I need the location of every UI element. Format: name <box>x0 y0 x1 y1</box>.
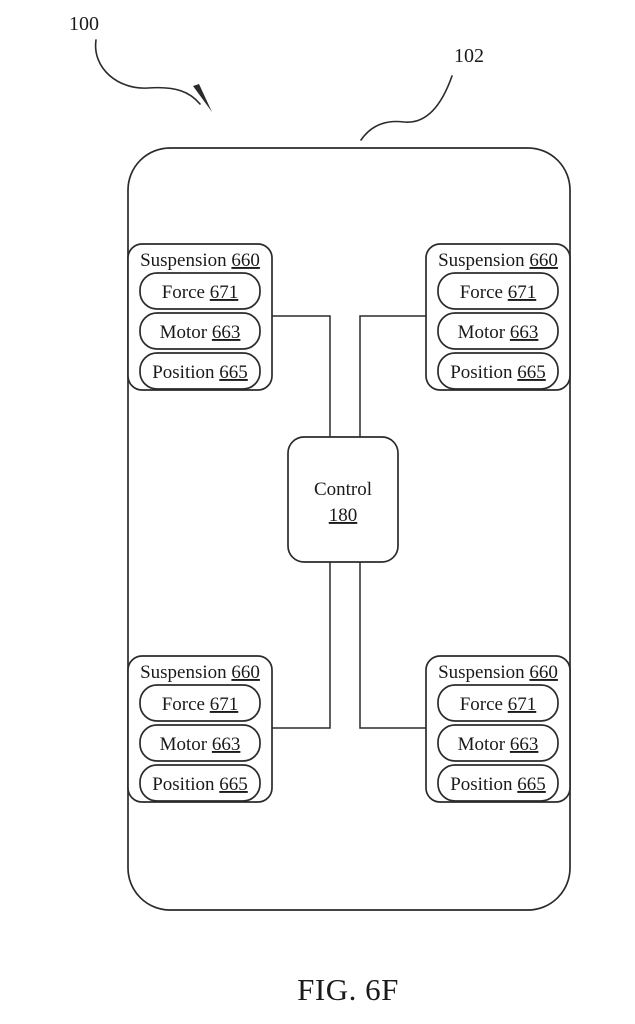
reference-number-100: 100 <box>69 13 99 35</box>
connector-front-left-to-control <box>272 315 331 437</box>
suspension-rear-left-ref: 660 <box>231 662 260 683</box>
suspension-rear-right-motor-label: Motor 663 <box>458 734 539 755</box>
suspension-rear-left-title: Suspension 660 <box>140 662 260 683</box>
suspension-rear-right-title-text: Suspension <box>438 662 525 683</box>
suspension-front-right[interactable]: Suspension 660 Force 671 Motor 663 Posit… <box>425 243 571 391</box>
vehicle-body-outline <box>127 147 571 911</box>
control-module-label: Control <box>314 479 372 500</box>
reference-callout-102: 102 <box>360 45 484 141</box>
suspension-rear-left-force-label: Force 671 <box>162 694 239 715</box>
suspension-rear-left-position-box[interactable] <box>139 764 261 802</box>
suspension-rear-right[interactable]: Suspension 660 Force 671 Motor 663 Posit… <box>425 655 571 803</box>
reference-callout-100: 100 <box>69 13 212 112</box>
control-module-box[interactable] <box>287 436 399 563</box>
connector-front-right-to-control <box>359 315 426 437</box>
suspension-front-left-motor-box[interactable] <box>139 312 261 350</box>
connector-rear-right-to-control <box>359 562 426 729</box>
suspension-rear-left-motor-box[interactable] <box>139 724 261 762</box>
leader-line-102 <box>360 75 453 141</box>
connector-rear-left-to-control <box>272 562 331 729</box>
suspension-rear-left-position-label: Position 665 <box>152 774 248 795</box>
suspension-rear-right-ref: 660 <box>529 662 558 683</box>
suspension-front-left-force-box[interactable] <box>139 272 261 310</box>
leader-line-100 <box>94 39 201 105</box>
suspension-rear-left-title-text: Suspension <box>140 662 227 683</box>
suspension-front-right-force-label: Force 671 <box>460 282 537 303</box>
suspension-front-right-position-label: Position 665 <box>450 362 546 383</box>
suspension-rear-right-title: Suspension 660 <box>438 662 558 683</box>
suspension-front-right-title: Suspension 660 <box>438 250 558 271</box>
suspension-front-left[interactable]: Suspension 660 Force 671 Motor 663 Posit… <box>127 243 273 391</box>
suspension-rear-right-force-label: Force 671 <box>460 694 537 715</box>
figure-caption: FIG. 6F <box>297 972 399 1007</box>
suspension-rear-right-motor-box[interactable] <box>437 724 559 762</box>
suspension-front-right-title-text: Suspension <box>438 250 525 271</box>
connection-wiring <box>272 315 426 729</box>
suspension-rear-right-force-box[interactable] <box>437 684 559 722</box>
suspension-front-left-motor-label: Motor 663 <box>160 322 241 343</box>
control-module[interactable]: Control 180 <box>287 436 399 563</box>
suspension-rear-left-motor-label: Motor 663 <box>160 734 241 755</box>
suspension-rear-left[interactable]: Suspension 660 Force 671 Motor 663 Posit… <box>127 655 273 803</box>
suspension-front-left-position-box[interactable] <box>139 352 261 390</box>
suspension-front-right-motor-label: Motor 663 <box>458 322 539 343</box>
suspension-rear-left-force-box[interactable] <box>139 684 261 722</box>
reference-number-102: 102 <box>454 45 484 67</box>
suspension-rear-right-position-label: Position 665 <box>450 774 546 795</box>
suspension-front-right-motor-box[interactable] <box>437 312 559 350</box>
control-module-ref: 180 <box>329 505 358 526</box>
suspension-front-left-title-text: Suspension <box>140 250 227 271</box>
suspension-front-left-position-label: Position 665 <box>152 362 248 383</box>
suspension-front-left-force-label: Force 671 <box>162 282 239 303</box>
suspension-rear-right-position-box[interactable] <box>437 764 559 802</box>
suspension-front-left-ref: 660 <box>231 250 260 271</box>
suspension-front-right-ref: 660 <box>529 250 558 271</box>
suspension-front-right-position-box[interactable] <box>437 352 559 390</box>
leader-arrowhead-100 <box>193 84 212 112</box>
suspension-front-left-title: Suspension 660 <box>140 250 260 271</box>
suspension-front-right-force-box[interactable] <box>437 272 559 310</box>
